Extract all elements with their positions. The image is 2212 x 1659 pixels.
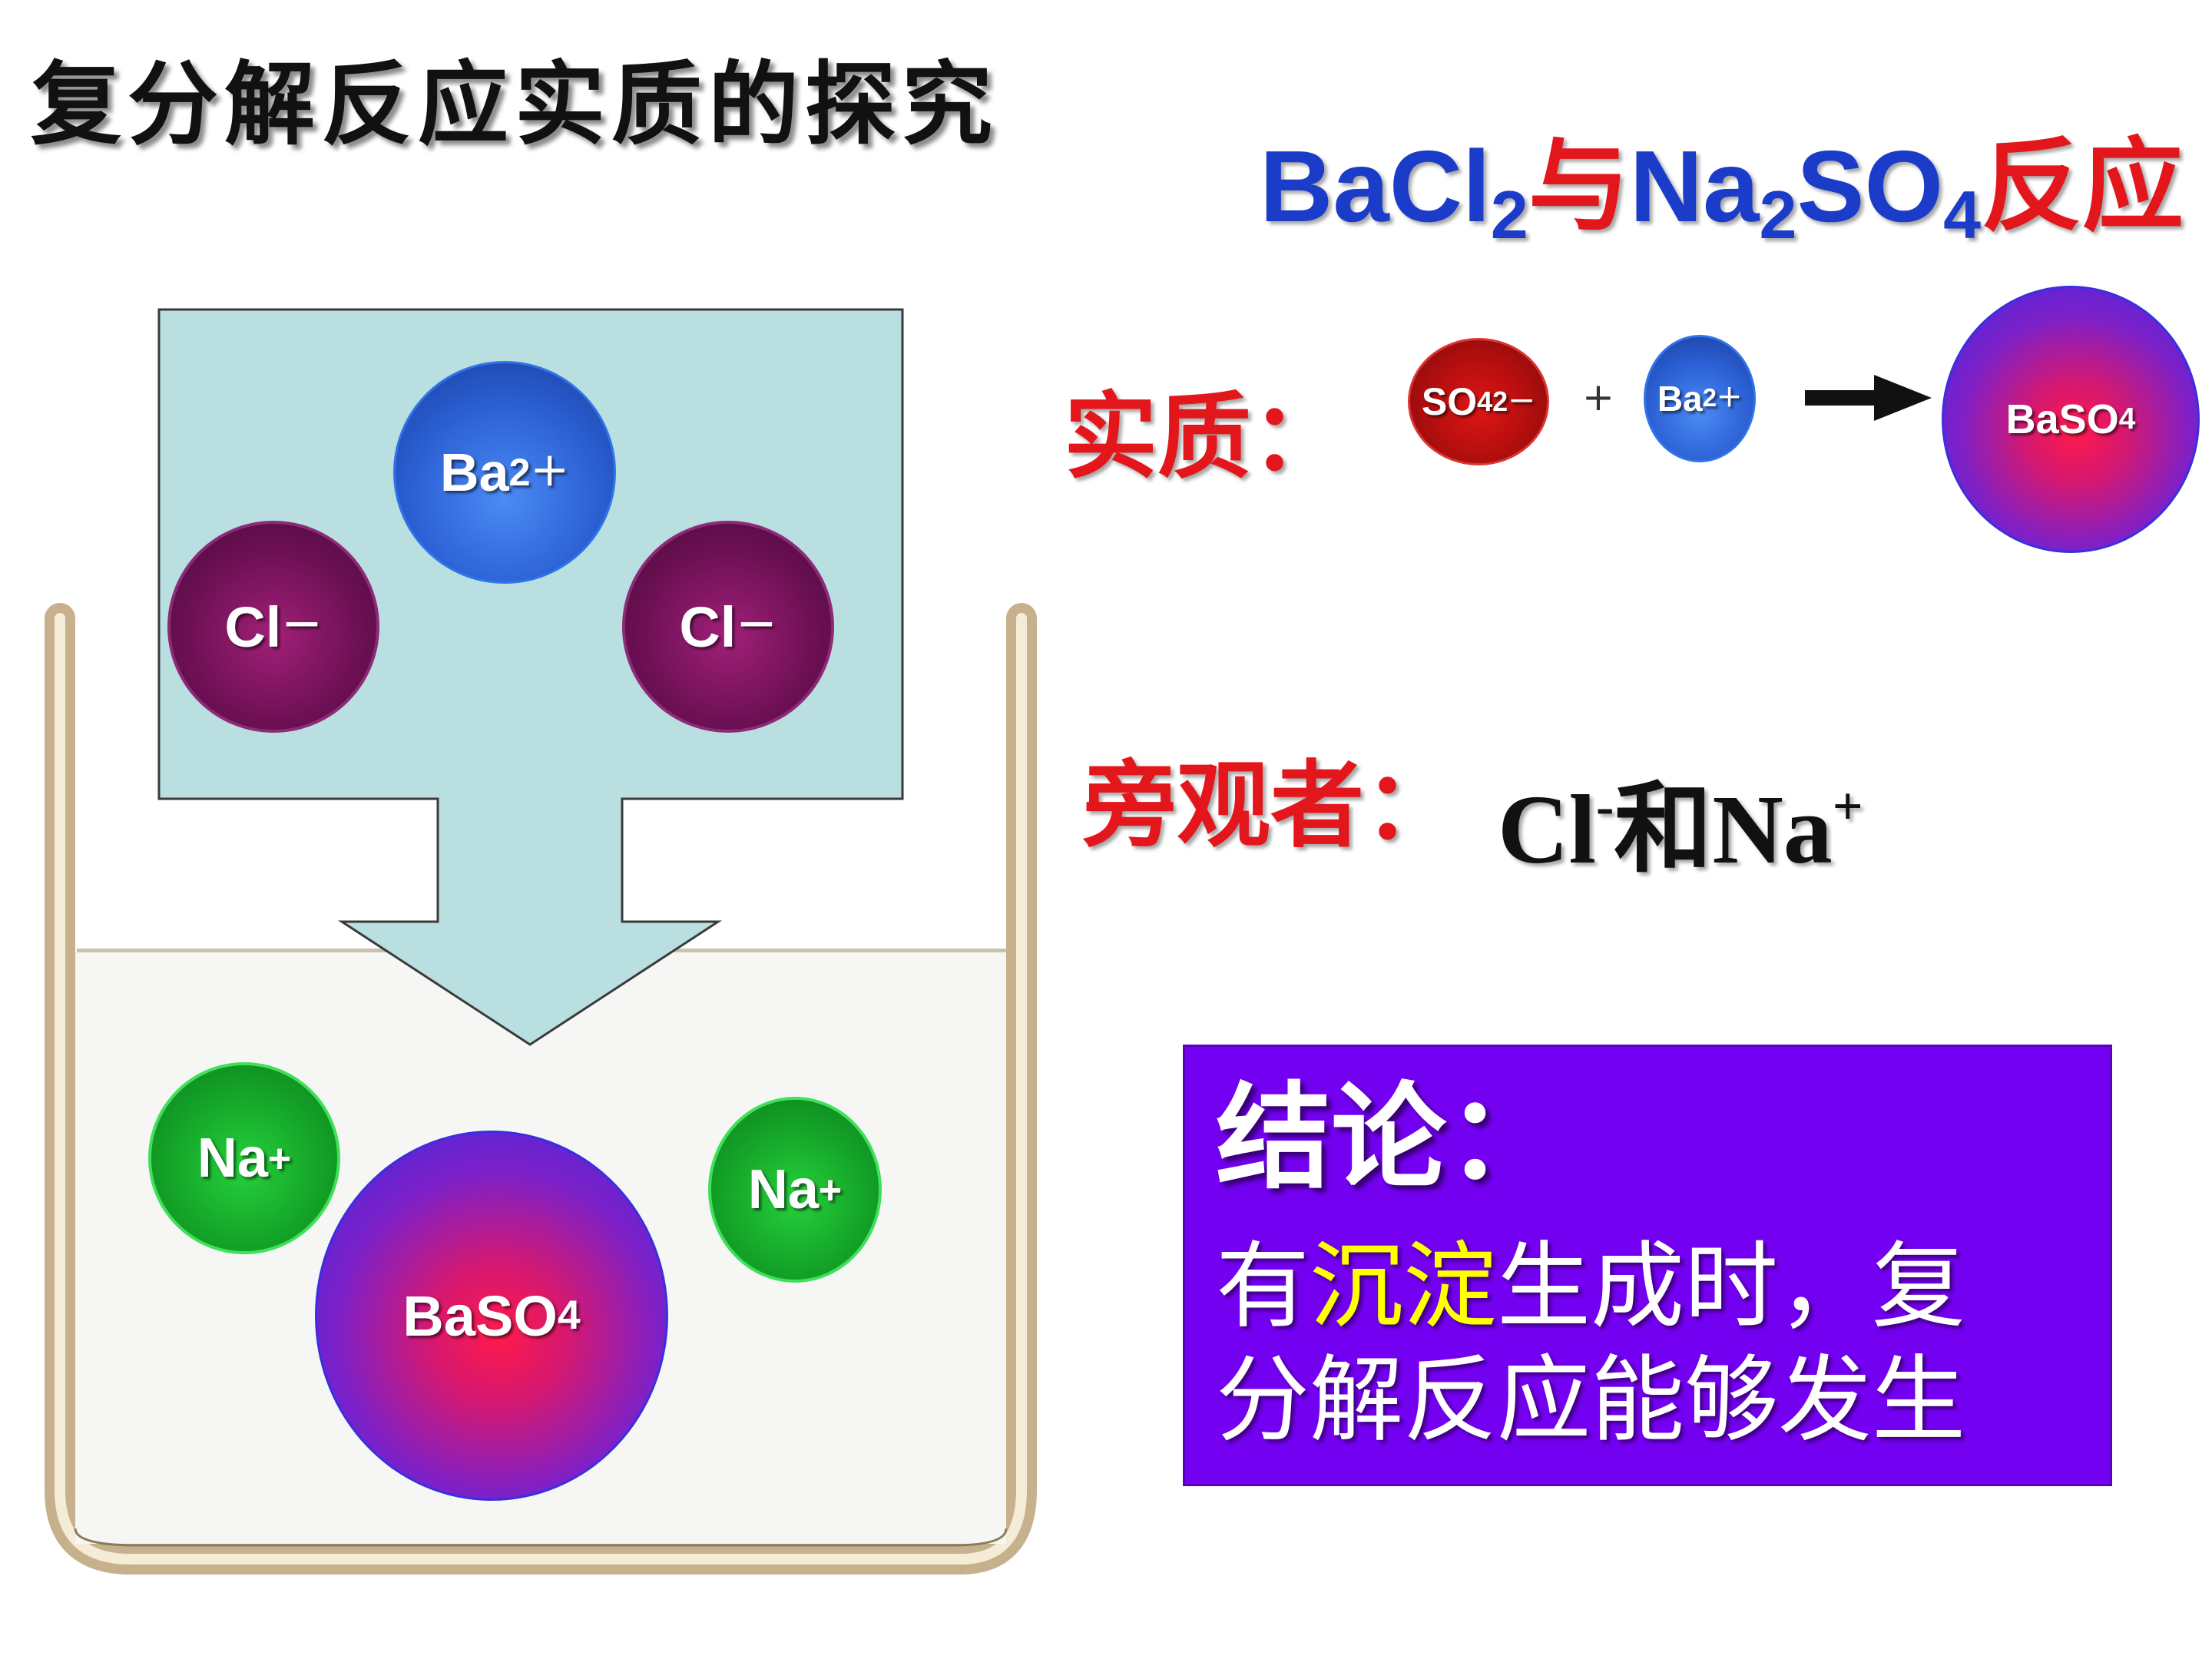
conclusion-panel: 结论： 有沉淀生成时，复 分解反应能够发生: [1183, 1045, 2112, 1486]
ion-cl-left: Cl－: [167, 521, 379, 733]
essence-label: 实质：: [1064, 381, 1345, 492]
reaction-formula-3-sub: 4: [1943, 177, 1982, 253]
spectator-ions: Cl-和Na+: [1498, 749, 1863, 891]
spectator-label: 旁观者：: [1083, 750, 1458, 860]
ion-baso4-product-label: BaSO: [2005, 396, 2119, 442]
reaction-suffix: 反应: [1981, 130, 2184, 243]
beaker-wall-highlight: [55, 613, 1027, 1565]
reaction-formula-2-sub: 2: [1759, 177, 1797, 253]
conclusion-line-1-post: 生成时，复: [1497, 1231, 1965, 1341]
reaction-connector: 与: [1528, 130, 1630, 243]
conclusion-highlight: 沉淀: [1310, 1231, 1497, 1341]
reaction-formula-1: BaCl: [1260, 130, 1491, 243]
ion-cl-right: Cl－: [622, 521, 834, 733]
conclusion-title: 结论：: [1216, 1070, 1562, 1205]
plus-sign: +: [1582, 375, 1614, 419]
ion-na-left-label: Na: [197, 1128, 268, 1189]
reaction-heading: BaCl2与Na2SO4反应: [1260, 130, 2184, 249]
ion-ba-top-label: Ba: [440, 442, 509, 502]
ion-na-right-label: Na: [747, 1159, 819, 1220]
ion-na-left: Na+: [148, 1062, 340, 1254]
spectator-ion-1-charge: -: [1596, 777, 1614, 836]
page-title: 复分解反应实质的探究: [31, 51, 999, 157]
reaction-formula-3: SO: [1796, 130, 1944, 243]
ion-cl-left-label: Cl: [224, 594, 282, 659]
conclusion-line-1-pre: 有: [1216, 1231, 1310, 1341]
ion-cl-right-label: Cl: [679, 594, 737, 659]
conclusion-line-2: 分解反应能够发生: [1216, 1346, 1965, 1455]
ion-baso4-beaker-label: BaSO: [402, 1283, 558, 1348]
spectator-connector: 和: [1614, 775, 1713, 884]
spectator-ion-2: Na: [1712, 775, 1833, 884]
pour-arrow: [157, 308, 904, 1046]
spectator-ion-2-charge: +: [1832, 777, 1863, 836]
reaction-arrow: [1805, 375, 1932, 421]
ion-ba-essence-label: Ba: [1657, 379, 1703, 419]
beaker-bottom-shadow: [74, 1528, 1008, 1547]
conclusion-body: 有沉淀生成时，复 分解反应能够发生: [1216, 1230, 2110, 1459]
reaction-formula-2: Na: [1629, 130, 1760, 243]
conclusion-line-1: 有沉淀生成时，复: [1216, 1230, 2110, 1344]
spectator-ion-1: Cl: [1498, 775, 1596, 884]
ion-na-right: Na+: [708, 1097, 882, 1283]
ion-so4-label: SO: [1421, 380, 1478, 423]
reaction-formula-1-sub: 2: [1490, 177, 1528, 253]
